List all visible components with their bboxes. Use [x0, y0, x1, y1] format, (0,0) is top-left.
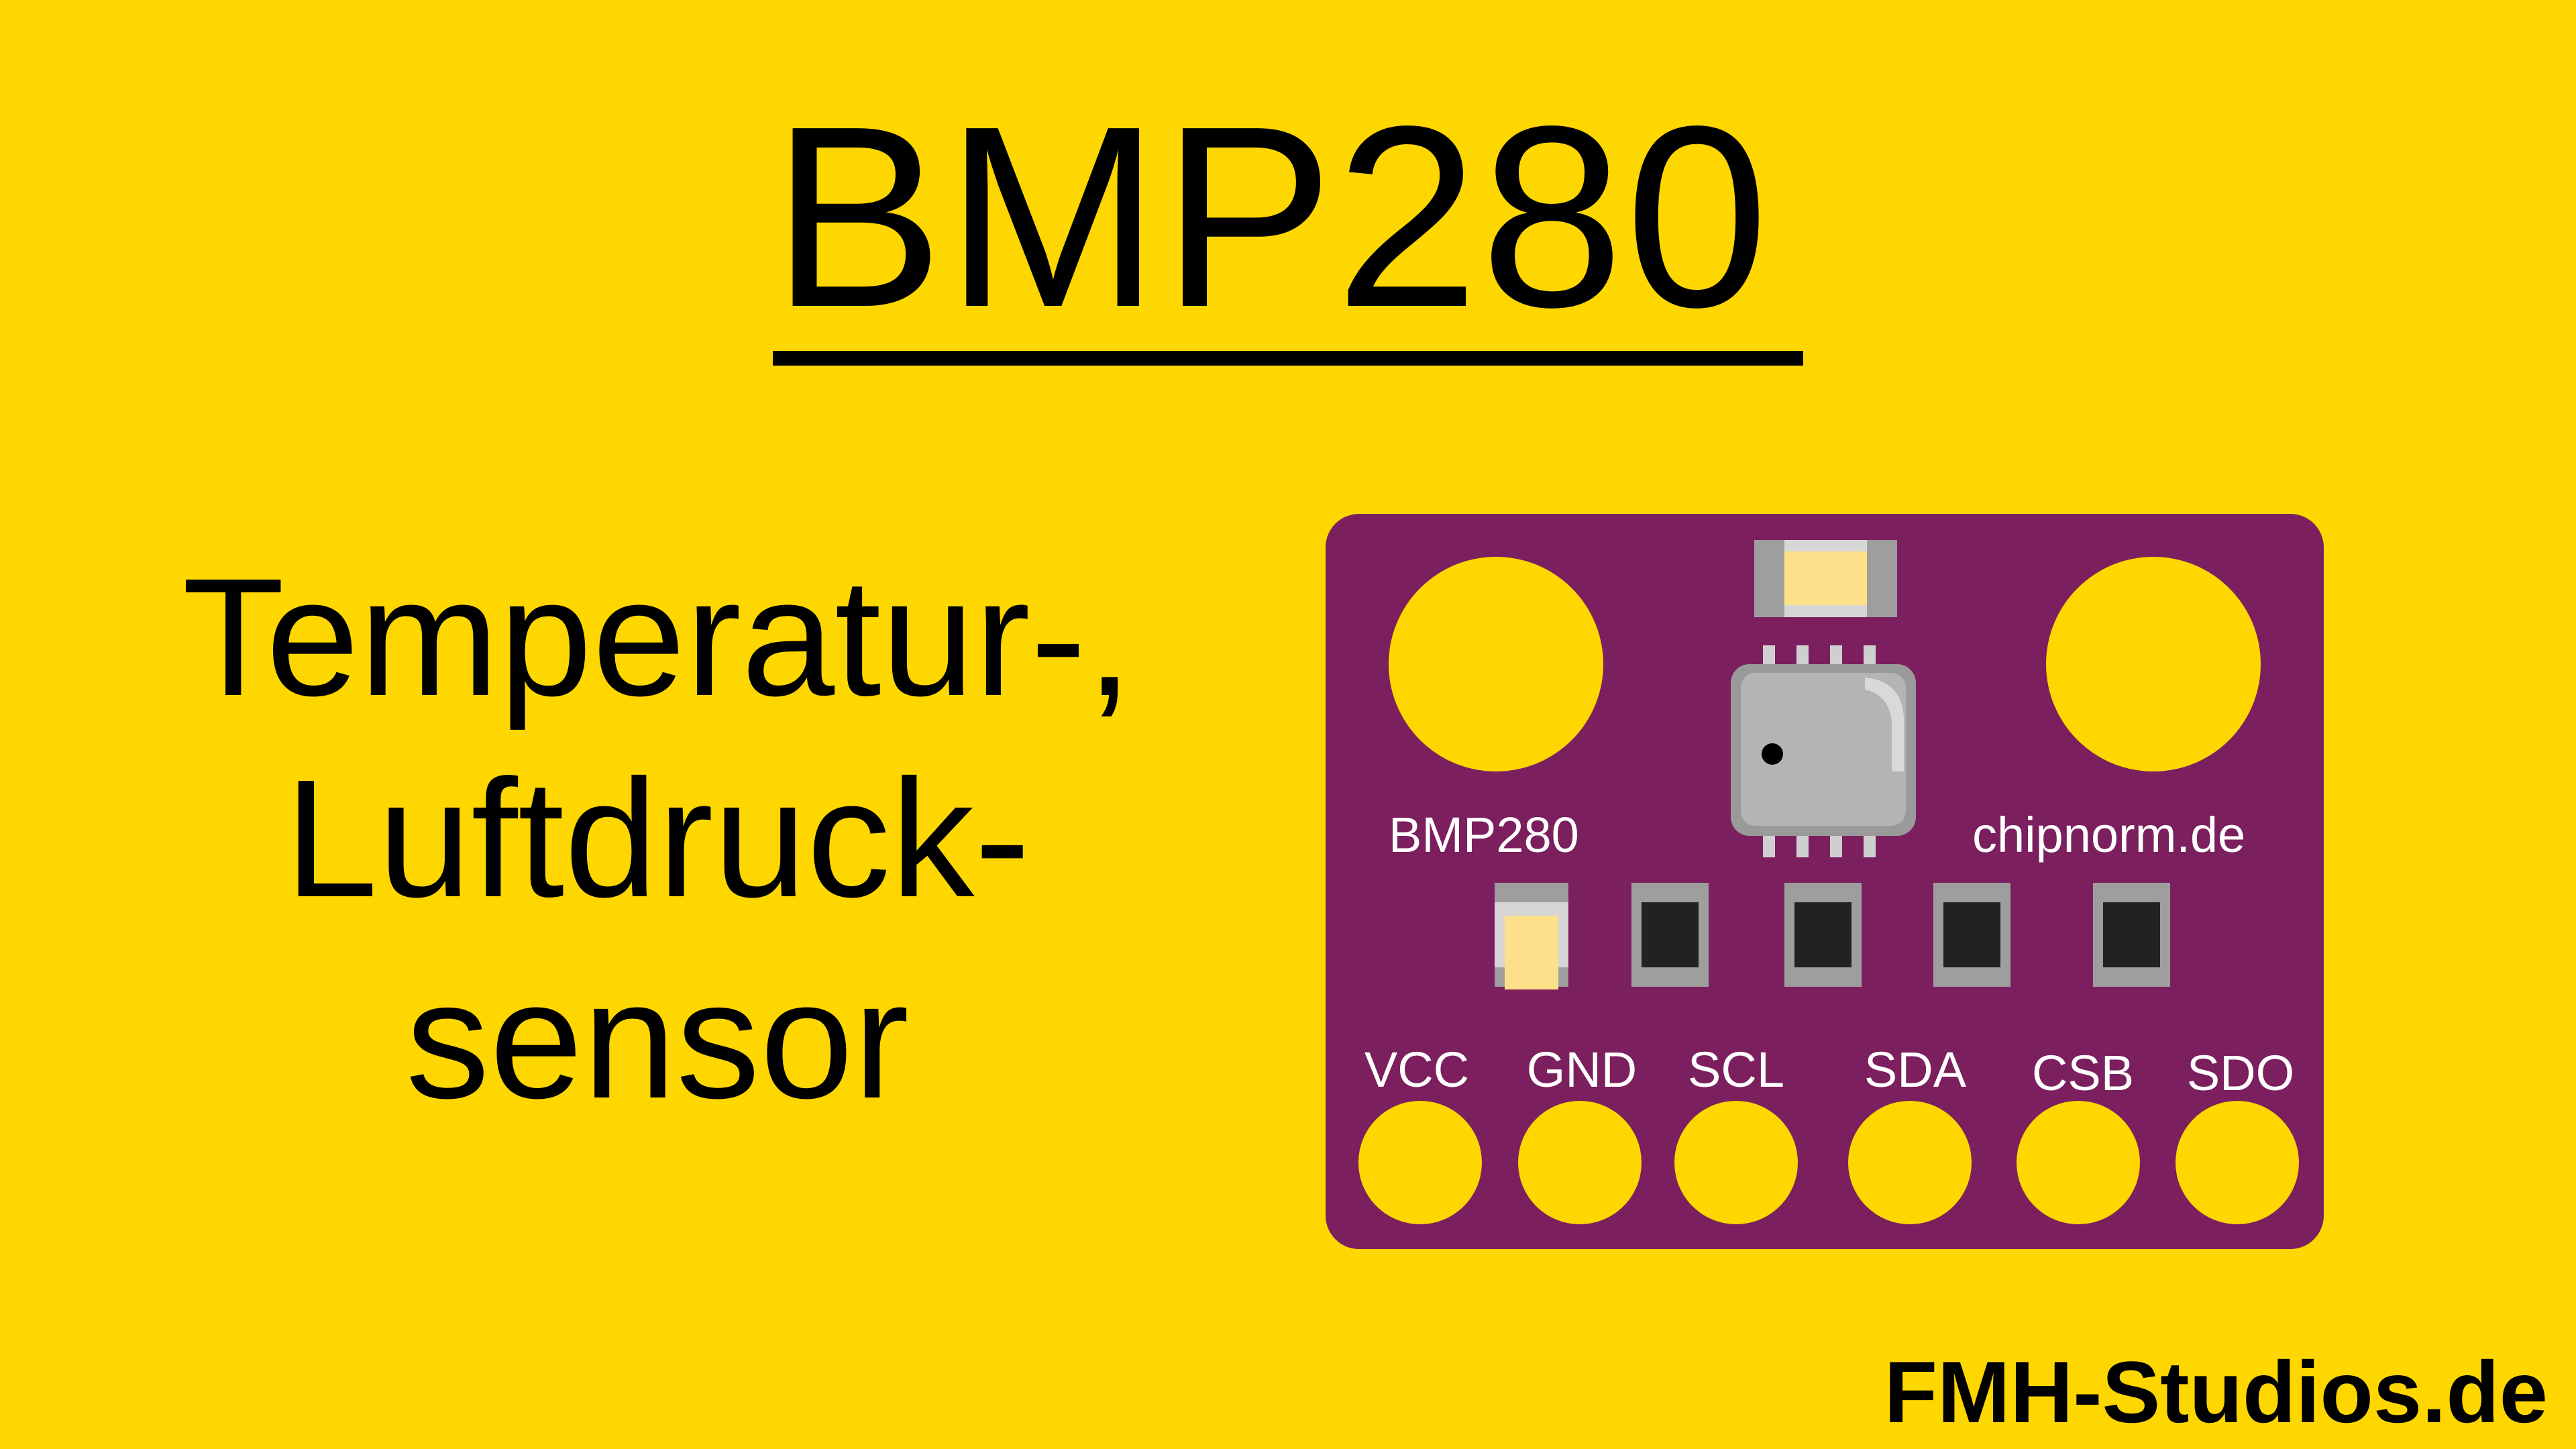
sensor-chip-icon [1731, 645, 1916, 857]
subtitle-line-1: Temperatur-, [182, 543, 1133, 731]
pin-pad-vcc [1358, 1101, 1482, 1224]
chip-label: BMP280 [1389, 807, 1579, 863]
pin-pad-scl [1674, 1101, 1798, 1224]
pin-pad-csb [2017, 1101, 2140, 1224]
pin-pad-sda [1848, 1101, 1972, 1224]
title-underline [773, 351, 1803, 366]
resistor-4-icon [2093, 883, 2170, 987]
subtitle-line-2: Luftdruck- [284, 745, 1030, 932]
pin-pad-sdo [2176, 1101, 2299, 1224]
top-led-icon [1754, 540, 1897, 617]
pin-label-gnd: GND [1527, 1042, 1637, 1097]
subtitle-line-3: sensor [405, 946, 910, 1133]
mounting-hole-right [2046, 557, 2261, 771]
resistor-3-icon [1933, 883, 2010, 987]
led-component-icon [1495, 883, 1568, 989]
resistor-1-icon [1631, 883, 1709, 987]
subtitle: Temperatur-, Luftdruck- sensor [87, 537, 1228, 1140]
pin-label-scl: SCL [1688, 1042, 1784, 1097]
pin-label-sdo: SDO [2187, 1045, 2294, 1101]
website-label: chipnorm.de [1972, 807, 2245, 863]
resistor-2-icon [1784, 883, 1862, 987]
mounting-hole-left [1389, 557, 1603, 771]
pin-label-csb: CSB [2032, 1045, 2134, 1101]
pin-pad-gnd [1518, 1101, 1642, 1224]
page-title: BMP280 [771, 72, 1770, 361]
pin-label-vcc: VCC [1364, 1042, 1469, 1097]
pin-label-sda: SDA [1864, 1042, 1967, 1097]
footer-brand: FMH-Studios.de [1884, 1343, 2548, 1441]
